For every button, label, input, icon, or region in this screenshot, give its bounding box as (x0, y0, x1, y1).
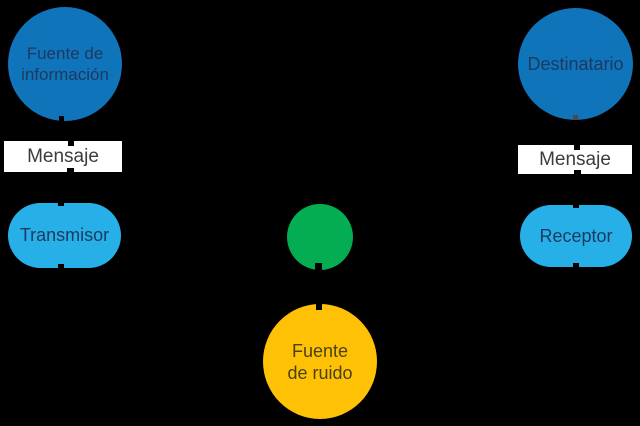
message-right-text: Mensaje (539, 148, 611, 170)
node-receiver: Receptor (520, 205, 632, 267)
receiver-label: Receptor (539, 225, 613, 246)
information-source-label-line2: información (21, 65, 109, 84)
connector-arrow-tip (574, 170, 581, 176)
connector-arrow-tip (573, 263, 579, 267)
connector-arrow-tip (315, 263, 322, 270)
connector-arrow-tip (68, 140, 74, 146)
destination-label: Destinatario (527, 53, 624, 74)
node-noise-source: Fuente de ruido (263, 304, 377, 419)
connector-arrow-tip (58, 202, 64, 206)
noise-source-label-line1: Fuente (291, 340, 349, 361)
label-message-left: Mensaje (4, 141, 122, 172)
connector-arrow-tip (59, 116, 64, 121)
node-destination: Destinatario (518, 8, 633, 120)
connector-arrow-tip (574, 144, 580, 150)
information-source-label-line1: Fuente de (26, 44, 104, 63)
noise-source-label-line2: de ruido (287, 362, 353, 383)
connector-arrow-tip (67, 168, 74, 174)
connector-arrow-tip (58, 264, 64, 268)
node-transmitter: Transmisor (8, 203, 121, 268)
connector-arrow-tip (316, 301, 322, 310)
node-information-source: Fuente de información (8, 7, 122, 121)
connector-arrow-tip (573, 204, 579, 208)
connector-arrow-tip (573, 115, 578, 120)
transmitter-label: Transmisor (19, 225, 110, 245)
node-channel-circle (287, 204, 353, 270)
message-left-text: Mensaje (27, 145, 99, 167)
